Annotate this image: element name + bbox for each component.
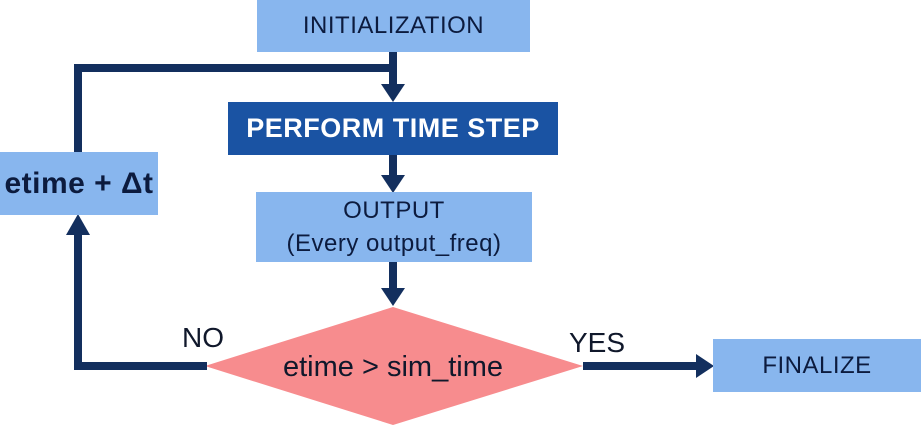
yes-branch-label: YES [569, 327, 626, 358]
initialization-box: INITIALIZATION [257, 0, 530, 52]
arrow-no-loop-shaft [74, 235, 207, 370]
output-box-title: OUTPUT [343, 197, 445, 224]
output-box: OUTPUT (Every output_freq) [256, 192, 532, 262]
decision-diamond [205, 307, 583, 425]
no-branch-label: NO [182, 322, 224, 353]
arrow-perform-to-output-head [381, 175, 405, 193]
output-box-subtitle: (Every output_freq) [286, 230, 502, 257]
arrow-yes-to-finalize-head [696, 354, 714, 378]
arrow-init-to-perform-head [381, 84, 405, 102]
loop-return-line [74, 64, 397, 152]
arrow-no-loop-head [66, 214, 90, 235]
perform-time-step-box: PERFORM TIME STEP [228, 102, 558, 155]
finalize-box: FINALIZE [713, 339, 921, 392]
decision-label: etime > sim_time [283, 351, 503, 383]
arrow-output-to-decision-head [381, 288, 405, 306]
increment-box: etime + Δt [0, 152, 158, 215]
